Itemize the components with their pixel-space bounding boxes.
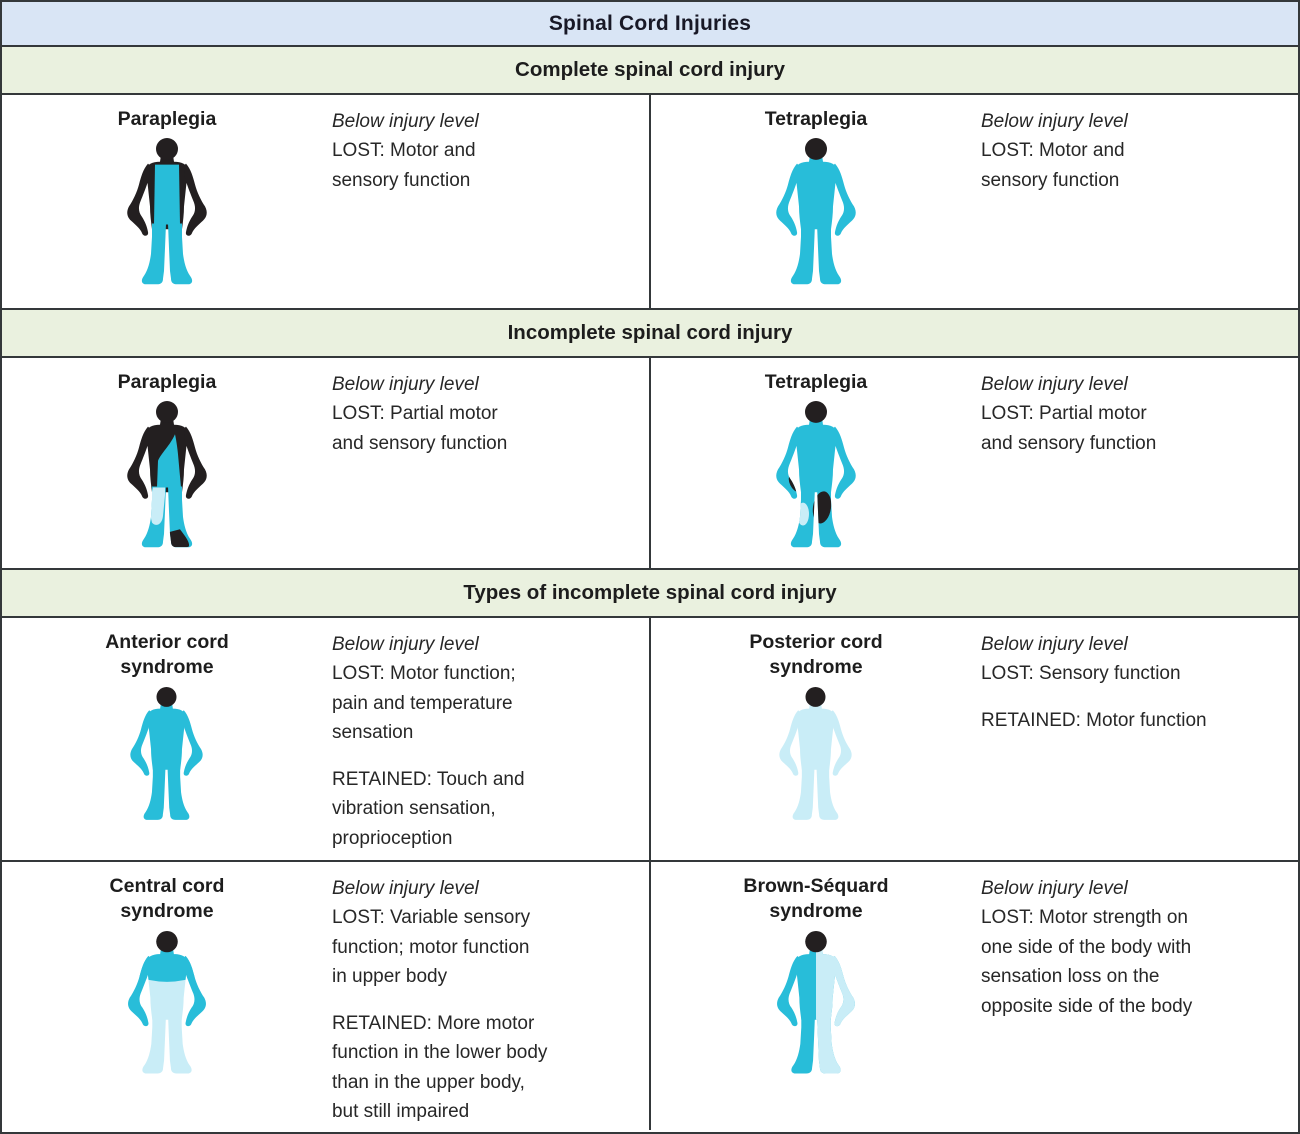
injury-type-label: Paraplegia — [117, 108, 217, 130]
below-injury-level-label: Below injury level — [331, 111, 479, 132]
figure-column: Paraplegia — [2, 358, 332, 568]
section-header: Types of incomplete spinal cord injury — [2, 568, 1298, 616]
below-injury-level-label: Below injury level — [980, 111, 1128, 132]
below-injury-level-label: Below injury level — [980, 878, 1128, 899]
figure-incomplete-paraplegia-icon — [127, 401, 207, 548]
figure-complete-tetraplegia-icon — [776, 138, 856, 285]
injury-type-label: Paraplegia — [117, 371, 217, 393]
below-injury-level-label: Below injury level — [331, 374, 479, 395]
injury-type-label: Tetraplegia — [764, 108, 868, 130]
figure-column: Paraplegia — [2, 95, 332, 308]
page-title: Spinal Cord Injuries — [2, 2, 1298, 45]
figure-complete-paraplegia-icon — [127, 138, 207, 285]
injury-type-label: Tetraplegia — [764, 371, 868, 393]
section-header: Incomplete spinal cord injury — [2, 308, 1298, 356]
description-paragraph: LOST: Sensory function — [980, 663, 1181, 685]
below-injury-level-label: Below injury level — [980, 634, 1128, 655]
figure-column: Tetraplegia — [651, 95, 981, 308]
below-injury-level-label: Below injury level — [980, 374, 1128, 395]
figure-brown-sequard-icon — [777, 930, 855, 1074]
figure-column: Tetraplegia — [651, 358, 981, 568]
section-header: Complete spinal cord injury — [2, 45, 1298, 93]
figure-incomplete-tetraplegia-icon — [776, 401, 856, 548]
description-paragraph: LOST: Motor function;pain and temperatur… — [331, 663, 516, 744]
figure-central-cord-icon — [128, 930, 206, 1074]
below-injury-level-label: Below injury level — [331, 878, 479, 899]
description-paragraph: RETAINED: Motor function — [980, 709, 1207, 731]
below-injury-level-label: Below injury level — [331, 634, 479, 655]
figure-posterior-cord-icon — [779, 686, 853, 820]
figure-anterior-cord-icon — [130, 686, 204, 820]
